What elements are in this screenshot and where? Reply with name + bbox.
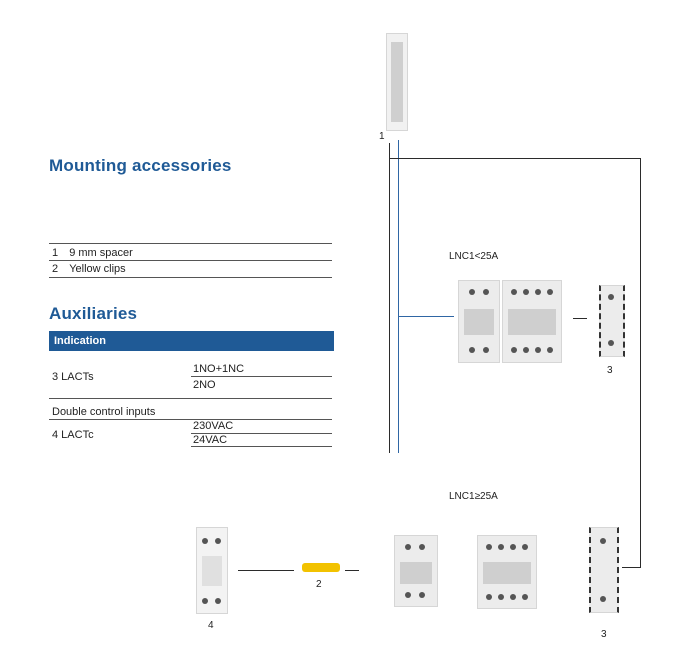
screw [511, 347, 517, 353]
yellow-clip [302, 563, 340, 572]
connector-line [238, 570, 294, 571]
screw [483, 347, 489, 353]
screw [486, 594, 492, 600]
divider [191, 376, 332, 377]
screw [498, 594, 504, 600]
front-panel [483, 562, 531, 584]
connector-line [573, 318, 587, 319]
screw [419, 592, 425, 598]
contactor-large-1 [394, 535, 438, 607]
divider [49, 277, 332, 278]
screw [600, 538, 606, 544]
connector-line [389, 158, 640, 159]
group1-label: 3 LACTs [52, 371, 94, 383]
auxiliary-left [196, 527, 228, 614]
callout-aux-top: 3 [607, 365, 613, 376]
auxiliary-bottom [589, 527, 619, 613]
group1-option-2: 2NO [193, 379, 216, 391]
divider [191, 433, 332, 434]
item-label: 9 mm spacer [69, 247, 133, 259]
front-panel [400, 562, 432, 584]
group1-option-1: 1NO+1NC [193, 363, 245, 375]
divider [49, 398, 332, 399]
connector-line [622, 567, 641, 568]
connector-line [398, 140, 399, 453]
divider [49, 419, 332, 420]
screw [419, 544, 425, 550]
contactor-small-1 [458, 280, 500, 363]
indication-bar: Indication [49, 331, 334, 351]
contactor-small-2 [502, 280, 562, 363]
group2-label: 4 LACTc [52, 429, 94, 441]
screw [547, 289, 553, 295]
connector-line [398, 316, 454, 317]
item-label: Yellow clips [69, 263, 126, 275]
connector-line [640, 158, 641, 568]
divider [49, 243, 332, 244]
callout-aux-left: 4 [208, 620, 214, 631]
group2-option-2: 24VAC [193, 434, 228, 446]
screw [511, 289, 517, 295]
screw [535, 289, 541, 295]
item-number: 2 [52, 263, 59, 275]
screw [608, 340, 614, 346]
label-large-rating: LNC1≥25A [449, 491, 498, 502]
callout-aux-bottom: 3 [601, 629, 607, 640]
screw [202, 598, 208, 604]
callout-clip: 2 [316, 579, 322, 590]
front-panel [508, 309, 556, 335]
divider [191, 446, 332, 447]
screw [523, 347, 529, 353]
front-panel [464, 309, 494, 335]
screw [510, 544, 516, 550]
screw [523, 289, 529, 295]
screw [600, 596, 606, 602]
connector-line [345, 570, 359, 571]
screw [522, 544, 528, 550]
auxiliaries-heading: Auxiliaries [49, 304, 138, 323]
item-number: 1 [52, 247, 59, 259]
screw [469, 289, 475, 295]
screw [469, 347, 475, 353]
screw [486, 544, 492, 550]
screw [202, 538, 208, 544]
screw [535, 347, 541, 353]
mounting-heading: Mounting accessories [49, 156, 232, 175]
divider [49, 260, 332, 261]
screw [547, 347, 553, 353]
double-control-label: Double control inputs [52, 406, 156, 418]
screw [498, 544, 504, 550]
callout-spacer: 1 [379, 131, 385, 142]
front-panel [202, 556, 222, 586]
mounting-item-1: 1 9 mm spacer [52, 247, 133, 259]
group2-option-1: 230VAC [193, 420, 234, 432]
screw [522, 594, 528, 600]
screw [215, 538, 221, 544]
screw [483, 289, 489, 295]
screw [215, 598, 221, 604]
label-small-rating: LNC1<25A [449, 251, 499, 262]
screw [405, 544, 411, 550]
connector-line [389, 143, 390, 453]
screw [510, 594, 516, 600]
screw [608, 294, 614, 300]
spacer-slot [391, 42, 403, 122]
screw [405, 592, 411, 598]
contactor-large-2 [477, 535, 537, 609]
mounting-item-2: 2 Yellow clips [52, 263, 126, 275]
spacer-image [386, 33, 408, 131]
auxiliary-top [599, 285, 625, 357]
